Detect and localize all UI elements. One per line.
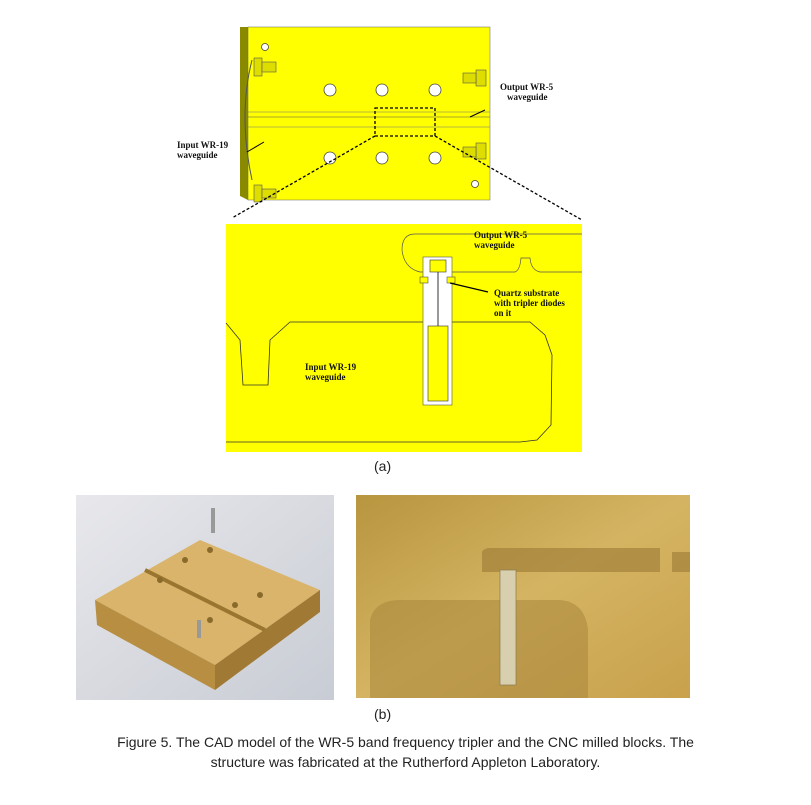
caption-line-2: structure was fabricated at the Rutherfo…	[210, 754, 601, 770]
caption-line-1: Figure 5. The CAD model of the WR-5 band…	[117, 734, 694, 750]
detail-output-label-1: Output WR-5	[474, 230, 528, 240]
overview-output-label-2: waveguide	[507, 92, 548, 102]
detail-output-label-2: waveguide	[474, 240, 515, 250]
overview-output-label-1: Output WR-5	[500, 82, 554, 92]
cad-overview: Output WR-5 waveguide Input WR-19 wavegu…	[177, 26, 583, 221]
cad-detail: Output WR-5 waveguide Quartz substrate w…	[225, 224, 582, 452]
detail-quartz-label-2: with tripler diodes	[494, 298, 565, 308]
photo-closeup	[356, 495, 690, 698]
detail-quartz-label-3: on it	[494, 308, 511, 318]
overview-input-label-1: Input WR-19	[177, 140, 229, 150]
panel-a-label: (a)	[374, 458, 392, 474]
overview-input-label-2: waveguide	[177, 150, 218, 160]
panel-b-label: (b)	[374, 706, 392, 722]
photo-milled-block	[76, 495, 334, 700]
detail-quartz-label-1: Quartz substrate	[494, 288, 559, 298]
detail-input-label-1: Input WR-19	[305, 362, 357, 372]
detail-input-label-2: waveguide	[305, 372, 346, 382]
